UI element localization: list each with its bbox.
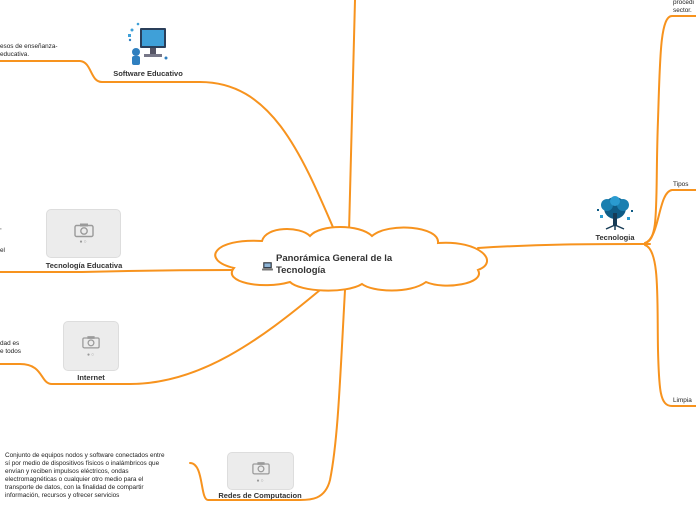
redes-desc-line-2: sí por medio de dispositivos físicos o i… xyxy=(5,460,160,467)
tec-edu-desc-line-2: el xyxy=(0,247,5,254)
top-right-line-2: sector. xyxy=(673,7,692,14)
pager-dots: ●○ xyxy=(256,478,265,485)
tec-edu-desc-line-1: , xyxy=(0,224,2,231)
pager-dots: ●○ xyxy=(86,351,96,358)
node-label-software: Software Educativo xyxy=(113,69,183,78)
connector-tipos xyxy=(644,189,696,244)
limpia-label[interactable]: Limpia xyxy=(673,397,692,404)
internet-desc-line-2: e todos xyxy=(0,348,21,355)
computer-student-illustration xyxy=(128,22,168,65)
connector-redes xyxy=(189,289,346,501)
connector-internet xyxy=(0,289,321,385)
tipos-label[interactable]: Tipos xyxy=(673,181,689,188)
software-desc-line-2: educativa. xyxy=(0,51,30,58)
pager-dots: ●○ xyxy=(79,239,88,246)
connector-tecnologia xyxy=(477,243,651,249)
redes-desc-line-4: electromagnéticas o cualquier otro medio… xyxy=(5,476,144,483)
digital-tree-illustration xyxy=(594,195,636,231)
connector-top xyxy=(348,0,356,233)
camera-icon xyxy=(82,336,100,349)
connector-tec-edu xyxy=(0,269,233,273)
image-placeholder: ●○ xyxy=(227,452,294,490)
node-label-redes: Redes de Computacion xyxy=(218,491,302,500)
redes-desc-line-1: Conjunto de equipos nodos y software con… xyxy=(5,452,165,459)
connector-software xyxy=(0,60,336,233)
image-placeholder: ●○ xyxy=(46,209,121,258)
internet-desc-line-1: dad es xyxy=(0,340,20,347)
camera-icon xyxy=(73,223,94,237)
top-right-line-1: procedi xyxy=(673,0,694,6)
node-label-internet: Internet xyxy=(77,373,105,382)
connector-limpia xyxy=(644,244,696,407)
redes-desc-line-6: información, recursos y ofrecer servicio… xyxy=(5,492,120,499)
camera-icon xyxy=(251,462,270,475)
redes-desc-line-3: envían y reciben impulsos eléctricos, on… xyxy=(5,468,129,475)
node-label-tecnologia: Tecnologia xyxy=(595,233,635,242)
central-title: Panorámica General de la Tecnología xyxy=(276,253,393,276)
image-placeholder: ●○ xyxy=(63,321,119,371)
laptop-icon xyxy=(262,262,273,271)
redes-desc-line-5: transporte de datos, con la finalidad de… xyxy=(5,484,144,491)
software-desc-line-1: esos de enseñanza- xyxy=(0,43,58,50)
node-label-tec-edu: Tecnología Educativa xyxy=(45,261,123,270)
central-cloud xyxy=(214,226,488,292)
connector-top-right xyxy=(644,15,696,244)
